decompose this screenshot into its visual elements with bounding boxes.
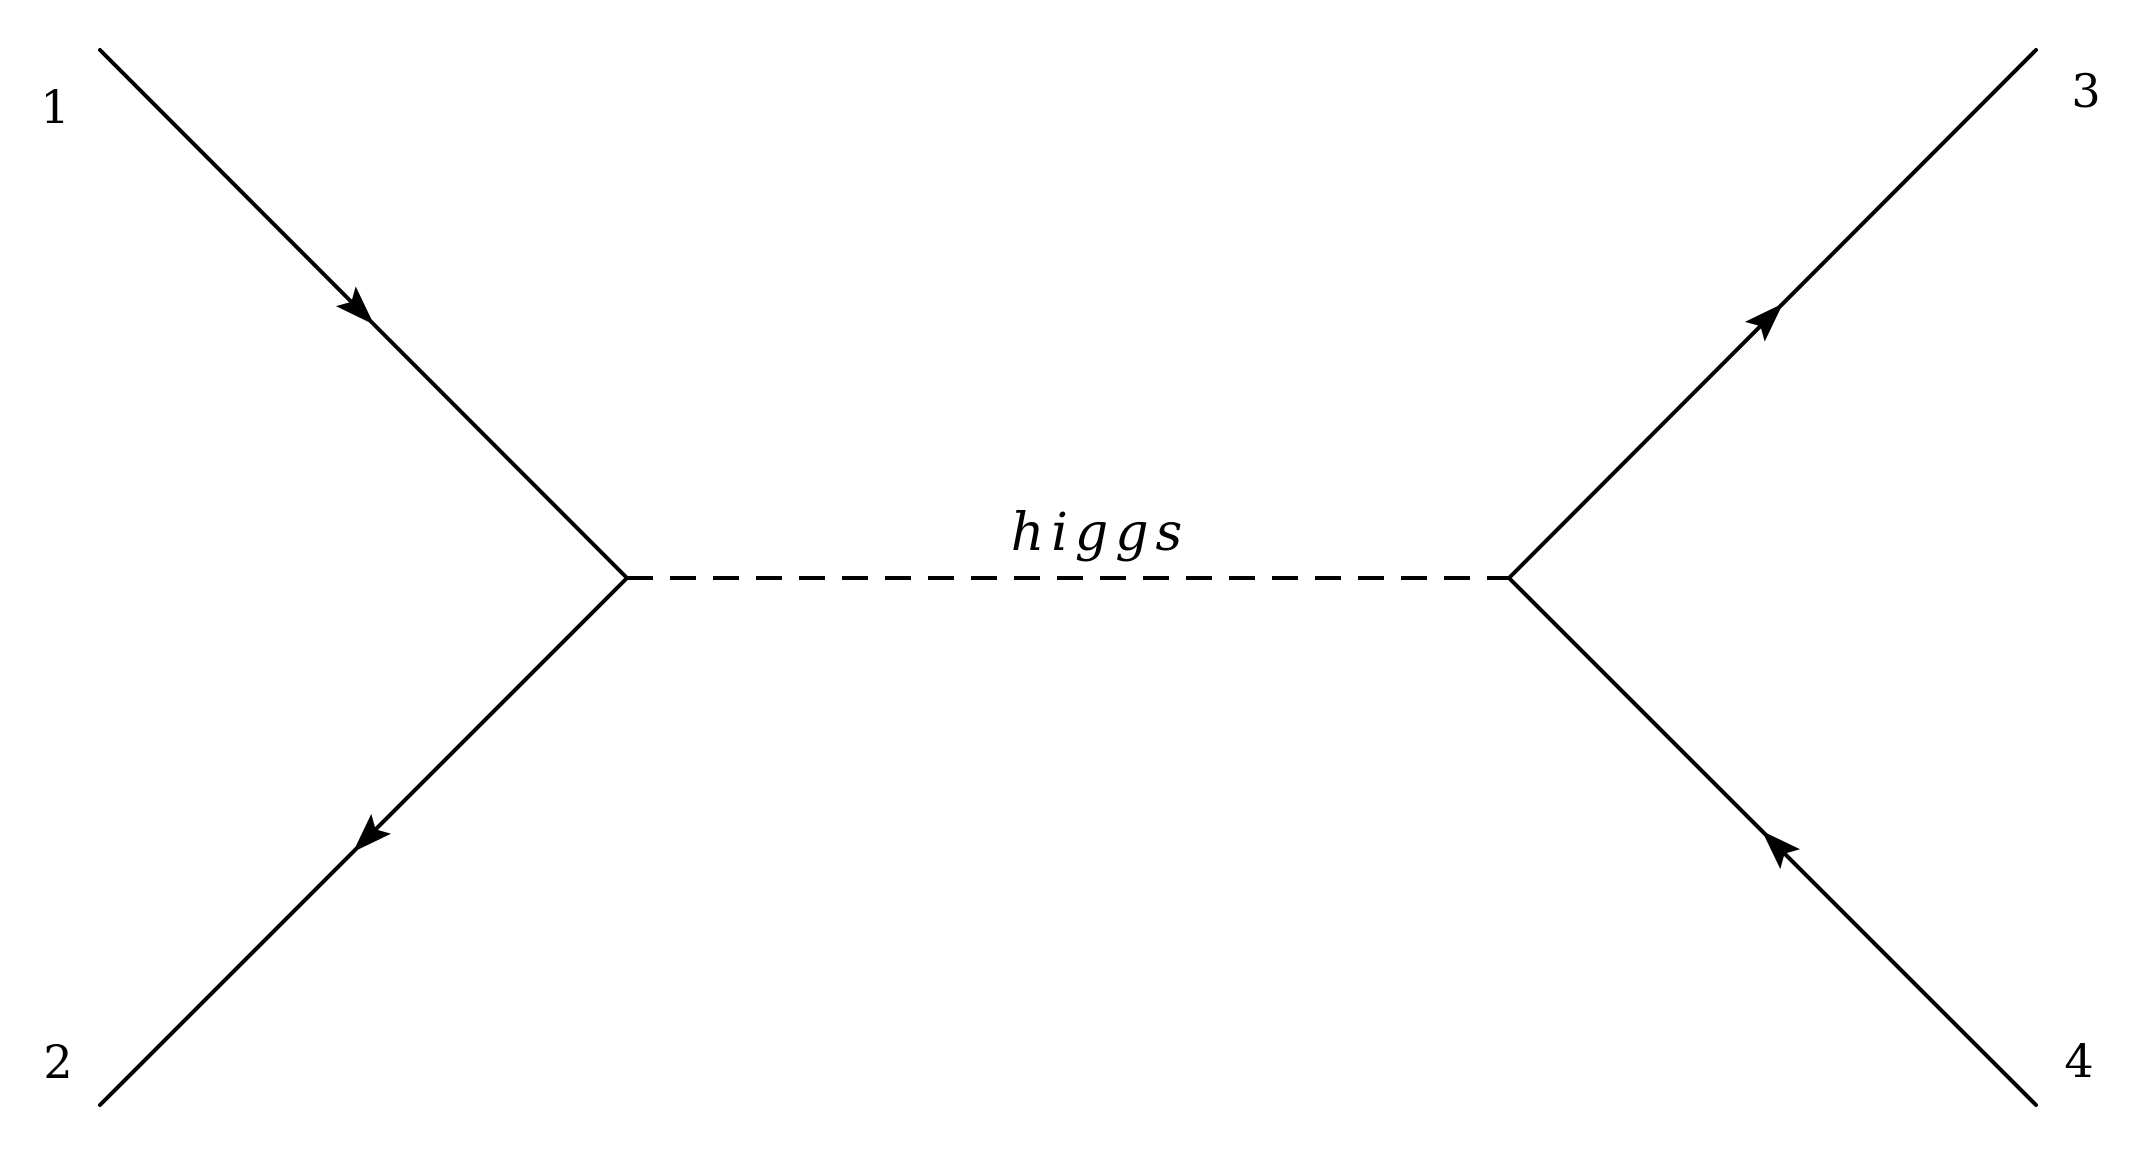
label-3: 3	[2071, 64, 2100, 118]
label-1: 1	[40, 80, 69, 134]
label-4: 4	[2064, 1034, 2093, 1088]
label-2: 2	[43, 1035, 72, 1089]
arrow-line-2	[353, 813, 392, 852]
propagator-label: higgs	[1011, 503, 1189, 563]
arrow-line-3	[1744, 303, 1783, 342]
arrow-line-4	[1762, 831, 1801, 870]
arrow-line-1	[335, 286, 374, 325]
